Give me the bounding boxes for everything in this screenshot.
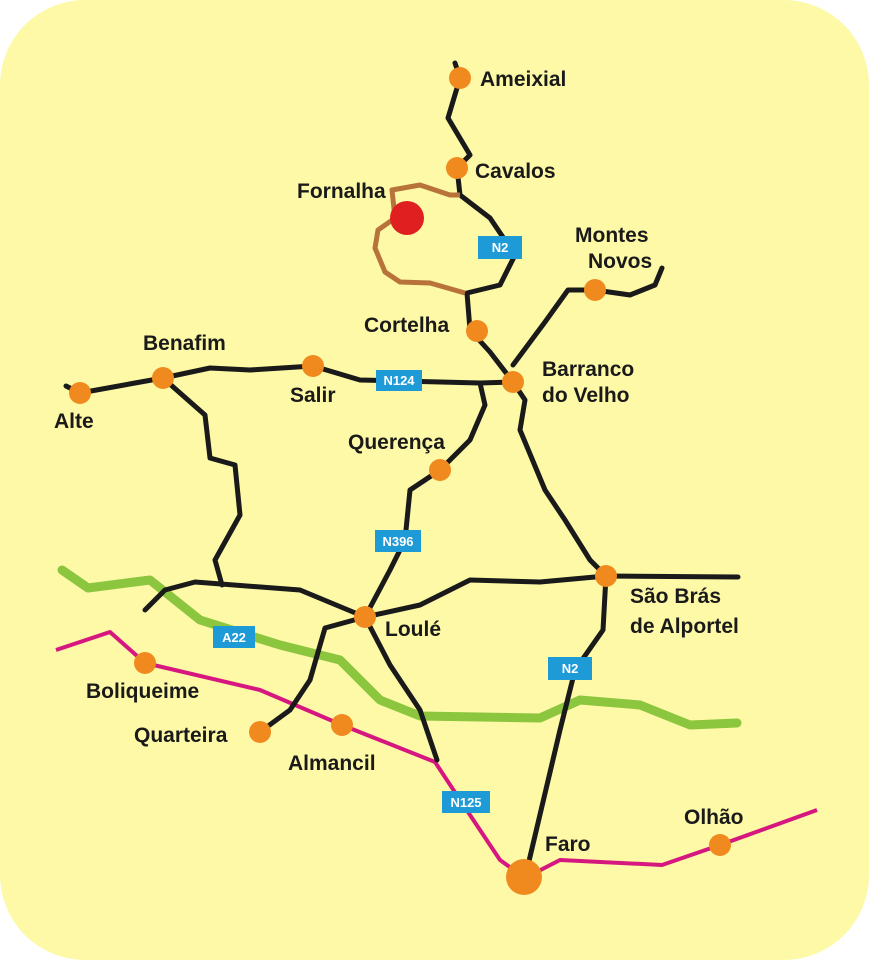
label-faro: Faro: [545, 833, 591, 856]
dot-benafim[interactable]: [152, 367, 174, 389]
dot-cavalos[interactable]: [446, 157, 468, 179]
shield-label: N124: [383, 373, 415, 388]
dot-barranco-do-velho[interactable]: [502, 371, 524, 393]
label-montes-novos-2: Novos: [588, 250, 652, 273]
shield-label: N2: [562, 661, 579, 676]
shield-label: N2: [492, 240, 509, 255]
label-querenca: Querença: [348, 431, 445, 454]
label-almancil: Almancil: [288, 752, 376, 775]
label-olhao: Olhão: [684, 806, 744, 829]
label-cavalos: Cavalos: [475, 160, 556, 183]
label-benafim: Benafim: [143, 332, 226, 355]
dot-fornalha[interactable]: [390, 201, 424, 235]
label-boliqueime: Boliqueime: [86, 680, 199, 703]
road-loule-south: [362, 614, 440, 763]
dot-sao-bras[interactable]: [595, 565, 617, 587]
label-loule: Loulé: [385, 618, 441, 641]
shield-a22: A22: [213, 626, 255, 648]
shield-n124: N124: [376, 370, 422, 391]
dot-querenca[interactable]: [429, 459, 451, 481]
shield-n2-south: N2: [548, 657, 592, 680]
shield-n125: N125: [442, 791, 490, 813]
label-sao-bras-2: de Alportel: [630, 615, 739, 638]
dot-ameixial[interactable]: [449, 67, 471, 89]
fornalha-loop-trail: [372, 182, 466, 296]
road-n396: [362, 380, 488, 620]
dot-boliqueime[interactable]: [134, 652, 156, 674]
dot-olhao[interactable]: [709, 834, 731, 856]
label-barranco-1: Barranco: [542, 358, 634, 381]
label-quarteira: Quarteira: [134, 724, 228, 747]
dot-salir[interactable]: [302, 355, 324, 377]
road-benafim-south: [160, 375, 243, 588]
dot-montes-novos[interactable]: [584, 279, 606, 301]
road-east-west: [142, 573, 741, 620]
dot-quarteira[interactable]: [249, 721, 271, 743]
label-fornalha: Fornalha: [297, 180, 386, 203]
label-salir: Salir: [290, 384, 336, 407]
label-barranco-2: do Velho: [542, 384, 630, 407]
dot-cortelha[interactable]: [466, 320, 488, 342]
dot-almancil[interactable]: [331, 714, 353, 736]
road-loule-quarteira: [257, 614, 368, 735]
shield-label: A22: [222, 630, 246, 645]
dot-faro[interactable]: [506, 859, 542, 895]
dot-alte[interactable]: [69, 382, 91, 404]
road-a22: [57, 565, 742, 730]
town-dots: [69, 67, 731, 895]
shield-label: N396: [382, 534, 413, 549]
label-ameixial: Ameixial: [480, 68, 566, 91]
label-sao-bras-1: São Brás: [630, 585, 721, 608]
road-barranco-sao-bras: [510, 379, 609, 579]
dot-loule[interactable]: [354, 606, 376, 628]
label-montes-novos-1: Montes: [575, 224, 649, 247]
label-cortelha: Cortelha: [364, 314, 450, 337]
shield-label: N125: [450, 795, 481, 810]
shield-n396: N396: [375, 530, 421, 552]
label-alte: Alte: [54, 410, 94, 433]
shield-n2-north: N2: [478, 236, 522, 259]
